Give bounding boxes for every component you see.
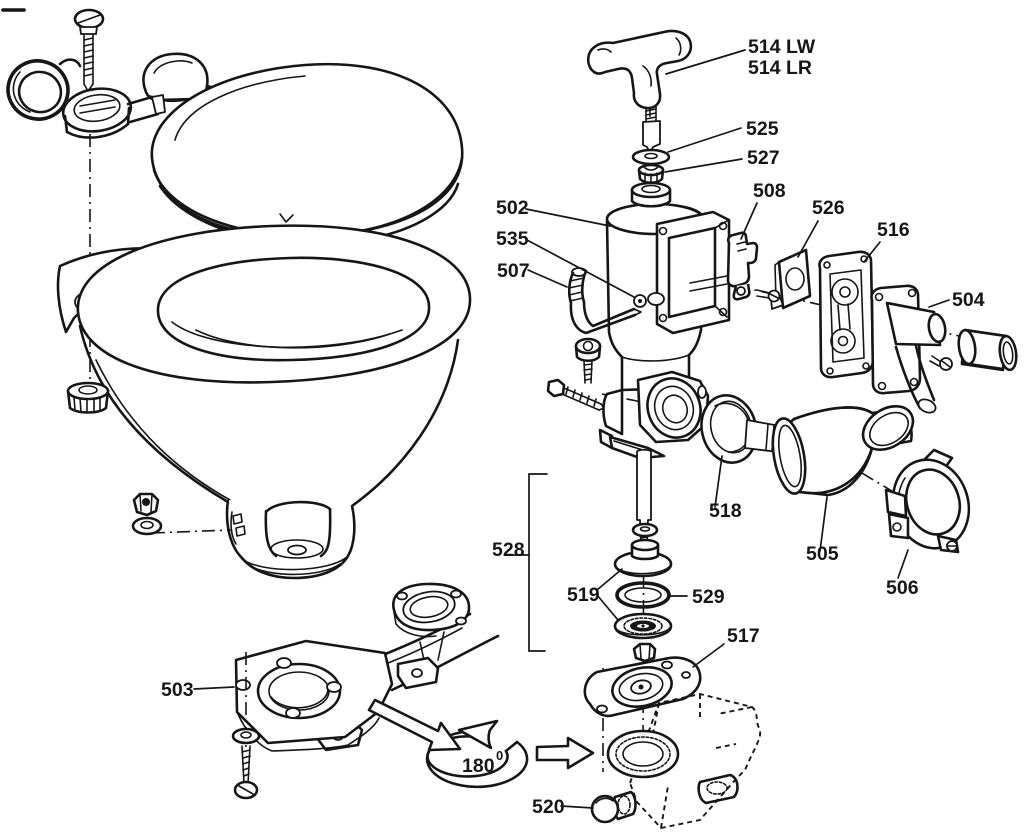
rotation-degree-sup: 0 [496,748,503,763]
part-label-520: 520 [532,796,565,818]
bowl-pedestal [225,499,356,580]
toilet-base-hidden [606,693,761,829]
part-label-518: 518 [709,500,742,522]
piston-washer [631,522,659,538]
part-label-529: 529 [692,586,725,608]
part-label-502: 502 [496,197,529,219]
part-label-507: 507 [497,260,530,282]
part-label-506: 506 [886,577,919,599]
rotate-arrowhead [457,719,499,750]
part-label-508: 508 [753,180,786,202]
base-assembly-503 [231,582,500,800]
socket-screw [574,337,602,384]
piston-cup-519 [613,538,673,578]
mount-nut-washer [131,492,232,536]
part-label-525: 525 [746,118,779,140]
piston-rod-upper [642,105,661,154]
part-label-505: 505 [806,543,839,565]
base-mount-ring [606,729,680,779]
toilet-assembly [1,8,472,580]
flange-bolt [546,378,605,411]
hose-sleeve [957,328,1018,372]
valve-535 [647,292,665,306]
rotation-callout: 180 0 [367,698,595,789]
part-label-514lr: 514 LR [748,57,812,79]
part-label-514lw: 514 LW [748,36,816,58]
part-labels: 514 LW 514 LR 525 527 508 526 516 502 53… [161,36,985,818]
bracket-528-range [528,473,548,652]
leader-lines [193,49,950,809]
hinge-screw [73,8,105,92]
clip-bracket-508 [726,231,781,303]
part-label-504: 504 [952,289,985,311]
drain-plug-520 [590,790,637,824]
fitting-screw [929,355,953,371]
base-screw [231,652,261,800]
part-label-503: 503 [161,679,194,701]
part-label-527: 527 [747,147,780,169]
pump-handle-514 [586,29,693,110]
part-label-526: 526 [812,197,845,219]
pump-cylinder-502 [605,181,731,392]
part-label-528: 528 [492,539,525,561]
pump-base [598,370,710,460]
joker-valve-518 [700,394,781,464]
arrow-to-base [535,736,595,770]
arrow-to-rotation [367,698,462,752]
o-ring-529 [615,581,671,609]
discharge-fitting-504 [870,284,1018,414]
nut-527 [637,163,665,185]
discharge-elbow-505 [771,405,915,497]
hinge-base [61,87,133,139]
part-label-516: 516 [877,219,910,241]
hinge-arm [126,94,166,124]
clamp-ring-506 [884,448,971,554]
valve-plate-516 [818,250,875,379]
piston-nut [632,642,657,663]
washer-525 [631,148,671,166]
hinge-cover-open [6,58,82,121]
rotation-label: 180 [462,755,495,777]
part-label-519: 519 [567,584,600,606]
part-label-517: 517 [727,625,760,647]
bowl [76,224,472,508]
valve-plate-519 [613,612,673,640]
pump-assembly [546,29,1018,829]
castellated-cap-nut [66,381,110,414]
part-label-535: 535 [496,228,529,250]
base-plate-517 [583,656,702,718]
gasket-526 [770,248,812,310]
